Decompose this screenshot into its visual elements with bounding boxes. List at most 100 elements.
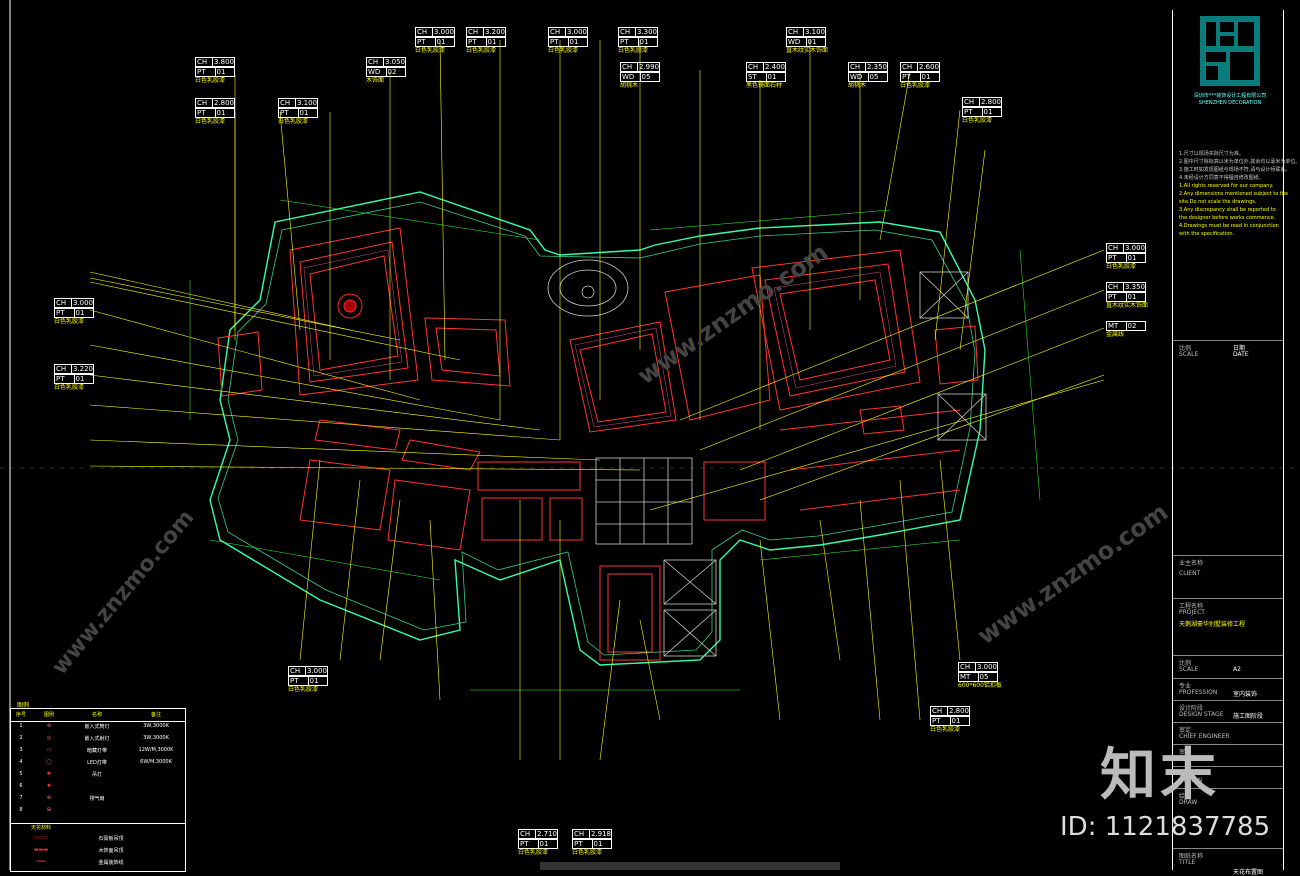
general-notes: 1.尺寸以现场实际尺寸为准。 2.图中尺寸除标高以米为单位外,其余均以毫米为单位… [1179,151,1300,237]
tag-code-number: 01 [214,68,235,76]
legend-row: 7⊗排气扇 [19,795,105,802]
tag-height-value: 3.000 [70,299,93,307]
legend-row: 6✹ [19,783,52,789]
tag-height-value: 3.000 [431,28,454,36]
tb-row: 专业室内装饰 PROFESSION [1173,678,1283,698]
tag-height-value: 3.350 [1122,283,1145,291]
tb-row: 工程名称 PROJECT 天鹅湖豪华别墅装修工程 [1173,598,1283,628]
tag-height-value: 2.350 [864,63,887,71]
tag-height-value: 2.600 [916,63,939,71]
tag-code-number: 01 [591,840,612,848]
leader-lines [89,39,1105,761]
tag-code-number: 01 [214,109,235,117]
tag-code-number: 01 [485,38,506,46]
tb-row: 绘图 DRAW [1173,788,1283,806]
tag-code-number: 01 [765,73,786,81]
legend-title: 图例 [17,702,30,709]
building-outline [209,191,986,666]
tag-height-value: 3.200 [482,28,505,36]
tb-row: 审核 CHECK [1173,744,1283,762]
tag-height-value: 2.710 [534,830,557,838]
legend-material: ▬▬▬木饰面吊顶 [33,847,124,854]
tag-code-number: 01 [949,717,970,725]
tag-code-number: 05 [867,73,888,81]
tag-height-value: 2.990 [636,63,659,71]
tag-height-value: 3.000 [1122,244,1145,252]
tag-code-number: 01 [567,38,588,46]
company-logo-icon [1200,16,1260,86]
tag-height-value: 3.220 [70,365,93,373]
tag-height-value: 2.400 [762,63,785,71]
tag-height-value: 3.000 [564,28,587,36]
tb-row: 设计 DESIGN [1173,766,1283,784]
tag-height-value: 2.918 [588,830,611,838]
bottom-scrollbar[interactable] [540,862,840,870]
legend-header: 序号 图例 名称 备注 [11,711,185,722]
title-block: 1.尺寸以现场实际尺寸为准。 2.图中尺寸除标高以米为单位外,其余均以毫米为单位… [1172,10,1300,876]
legend-row: 8⊞ [19,807,52,813]
tag-height-value: 3.000 [304,667,327,675]
tag-code-number: 02 [1125,322,1146,330]
tag-height-value: 3.800 [211,58,234,66]
tag-height-value: 3.100 [802,28,825,36]
id-watermark: ID: 1121837785 [1060,812,1271,842]
company-name-en: SHENZHEN DECORATION [1198,100,1262,106]
legend-material: ▭▭▭石膏板吊顶 [33,835,124,842]
tag-height-value: 2.800 [946,707,969,715]
tb-row: 设计阶段施工图阶段 DESIGN STAGE [1173,700,1283,720]
tag-code-number: 01 [537,840,558,848]
legend-material: ═══金属装饰线 [36,859,124,866]
company-name: 深圳市***装饰设计工程有限公司 [1193,93,1267,99]
tag-code-number: 01 [1125,254,1146,262]
tag-height-value: 2.800 [211,99,234,107]
tag-height-value: 3.000 [974,663,997,671]
tag-height-value: 3.300 [634,28,657,36]
tag-height-value: 3.050 [382,58,405,66]
legend-row: 5✺吊灯 [19,771,102,778]
tag-code-number: 01 [637,38,658,46]
brand-watermark: 知末 [1100,743,1220,808]
tag-code-number: 01 [919,73,940,81]
tag-height-value: 2.800 [978,98,1001,106]
tag-code-number: 01 [73,309,94,317]
tag-code-number: 01 [297,109,318,117]
tb-row: 业主名称 CLIENT [1173,555,1283,577]
tag-code-number: 02 [385,68,406,76]
tag-code-number: 01 [307,677,328,685]
legend-materials-title: 天花材料 [11,823,185,834]
tag-height-value: 3.100 [294,99,317,107]
tag-code-number: 01 [1125,293,1146,301]
tag-code-number: 01 [73,375,94,383]
tag-code-number: 01 [981,108,1002,116]
tag-code-number: 01 [805,38,826,46]
